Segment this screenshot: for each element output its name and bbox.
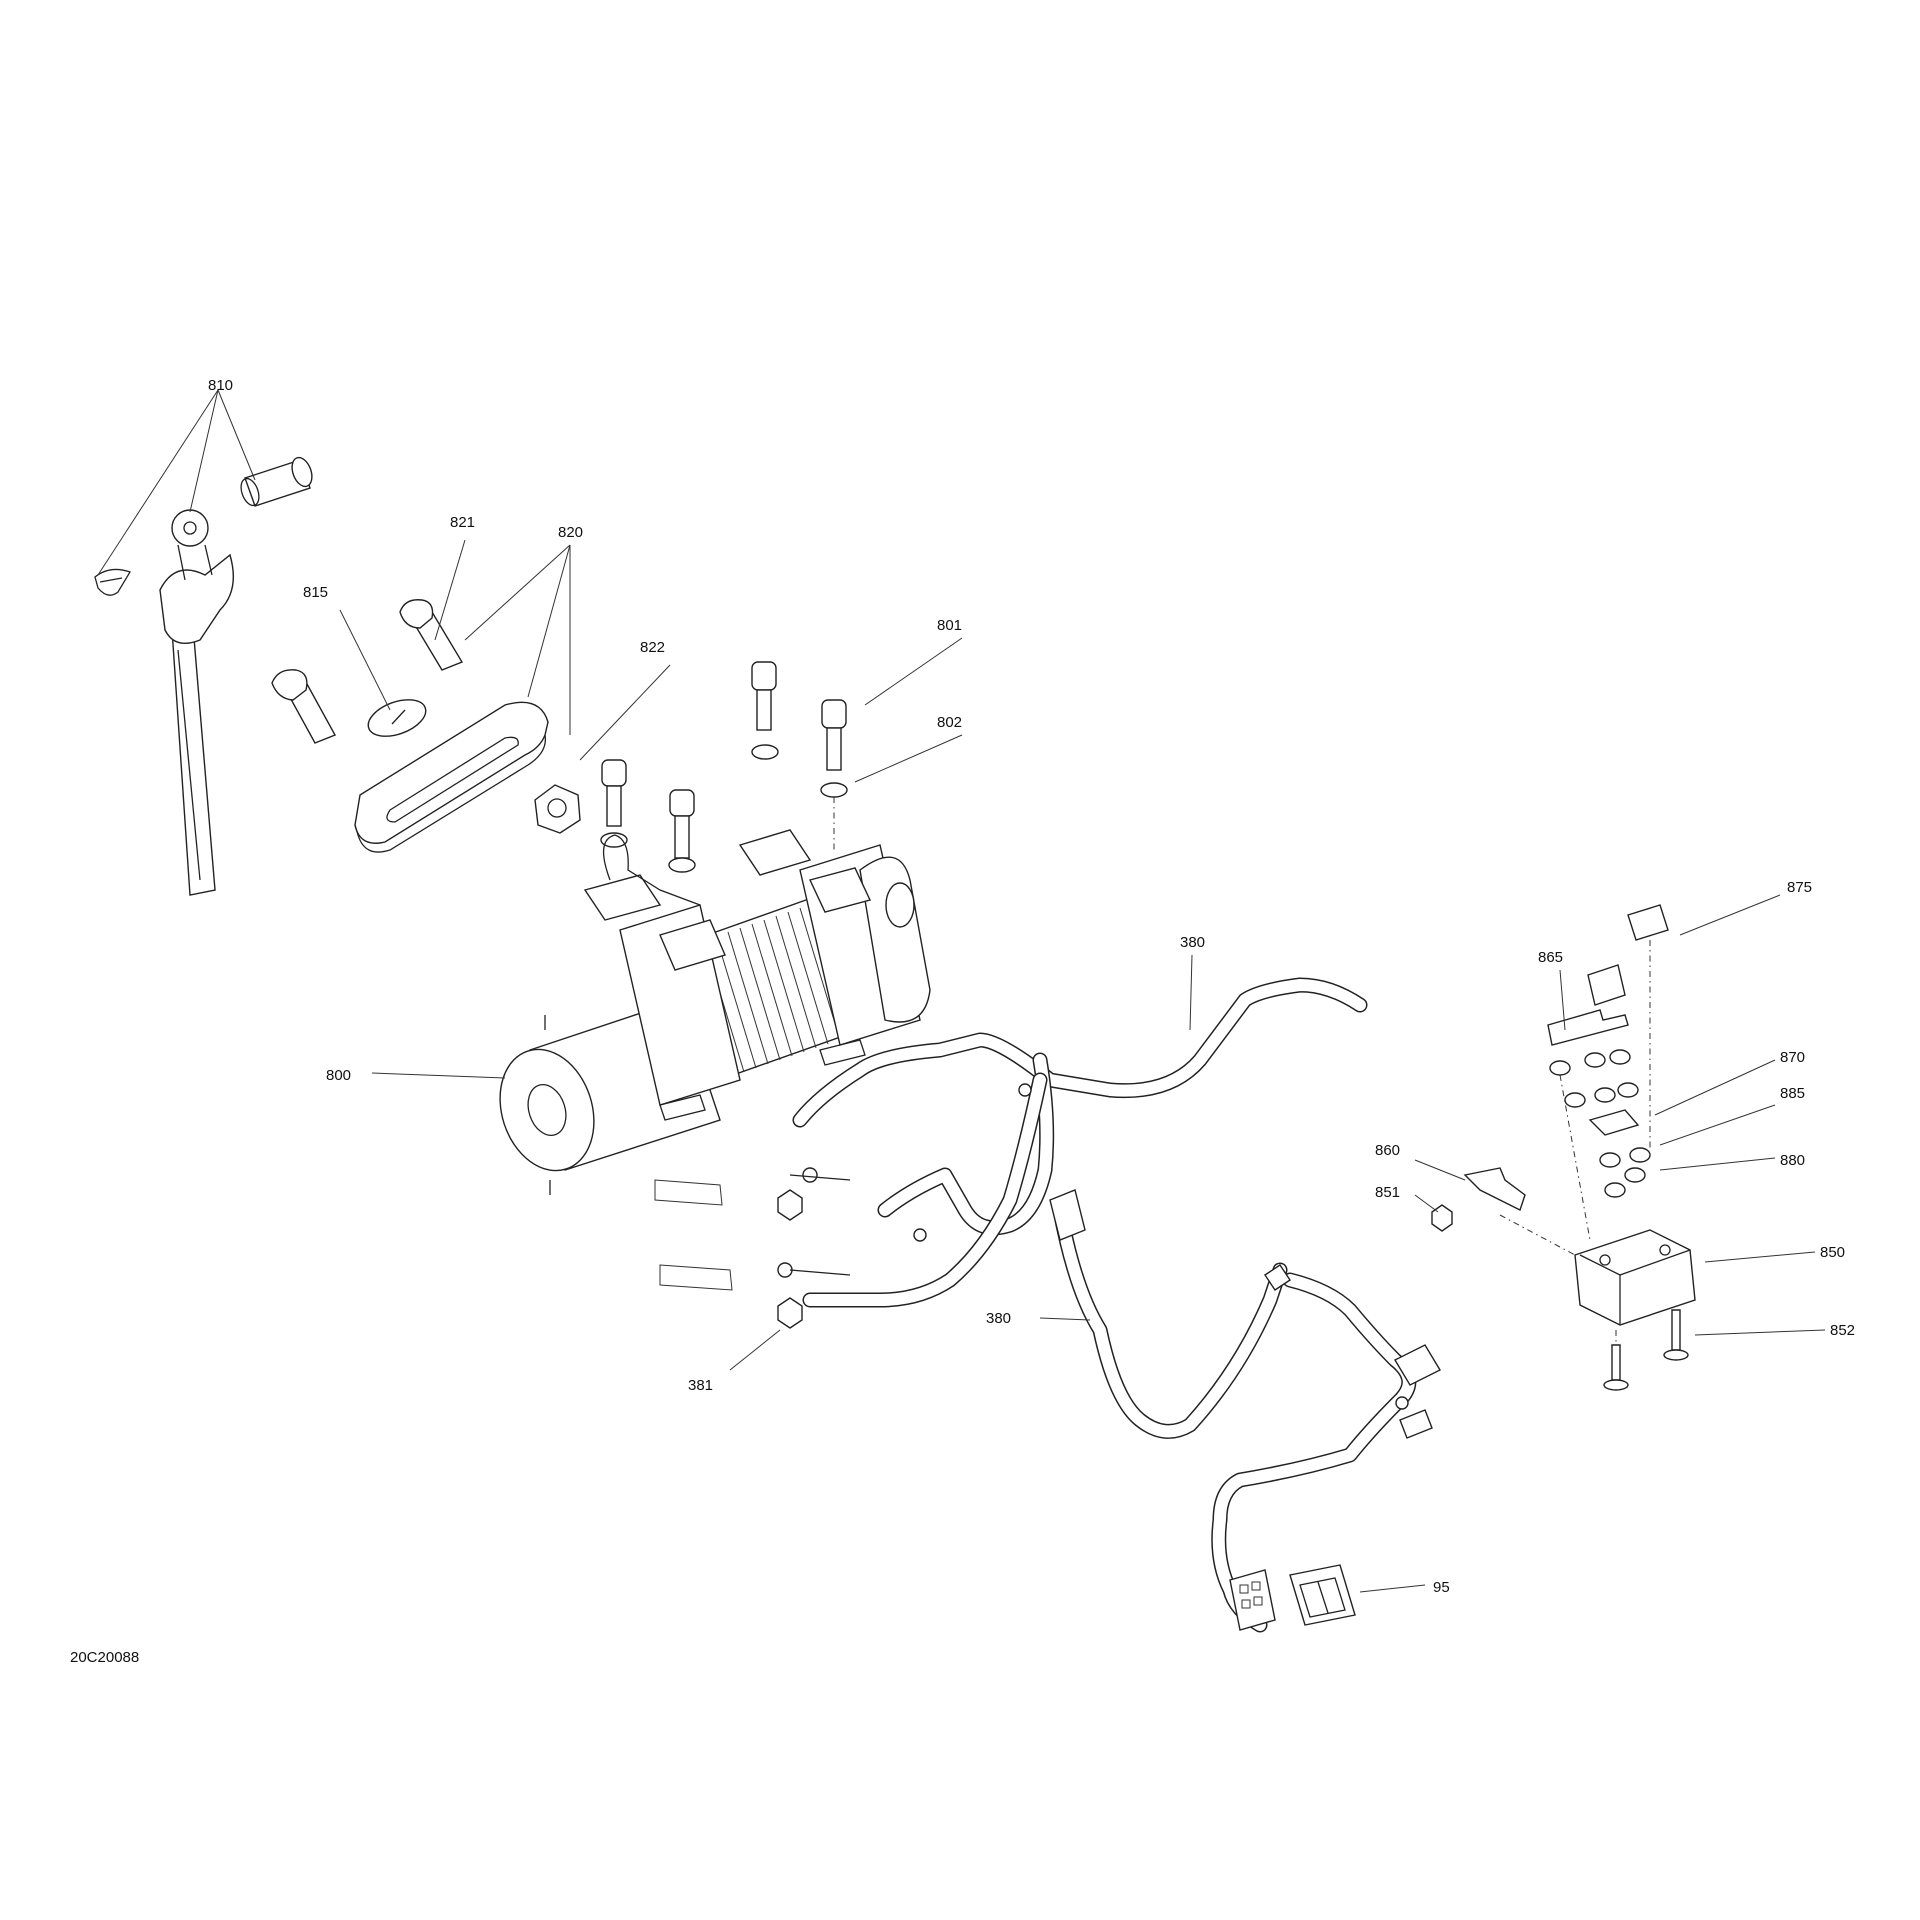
callout-95: 95 (1433, 1579, 1450, 1596)
callout-880: 880 (1780, 1152, 1805, 1169)
callout-380-upper: 380 (1180, 934, 1205, 951)
callout-852: 852 (1830, 1322, 1855, 1339)
leader-lines (97, 389, 1826, 1593)
callout-821: 821 (450, 514, 475, 531)
fairlead-assembly (271, 599, 581, 853)
callout-labels: 810 821 820 815 822 801 802 800 380 380 … (208, 377, 1855, 1596)
callout-820: 820 (558, 524, 583, 541)
callout-822: 822 (640, 639, 665, 656)
callout-870: 870 (1780, 1049, 1805, 1066)
callout-802: 802 (937, 714, 962, 731)
callout-801: 801 (937, 617, 962, 634)
callout-885: 885 (1780, 1085, 1805, 1102)
hook-strap-assembly (94, 456, 313, 896)
callout-851: 851 (1375, 1184, 1400, 1201)
callout-865: 865 (1538, 949, 1563, 966)
switch-harness (1049, 1189, 1441, 1633)
contactor-assembly (1431, 904, 1696, 1391)
callout-381: 381 (688, 1377, 713, 1394)
figure-id: 20C20088 (70, 1649, 139, 1666)
main-cable-harness (654, 977, 1368, 1329)
callout-875: 875 (1787, 879, 1812, 896)
callout-850: 850 (1820, 1244, 1845, 1261)
callout-860: 860 (1375, 1142, 1400, 1159)
winch-body (499, 829, 931, 1195)
callout-815: 815 (303, 584, 328, 601)
callout-380-lower: 380 (986, 1310, 1011, 1327)
callout-800: 800 (326, 1067, 351, 1084)
callout-810: 810 (208, 377, 233, 394)
mounting-bolts (600, 661, 848, 873)
